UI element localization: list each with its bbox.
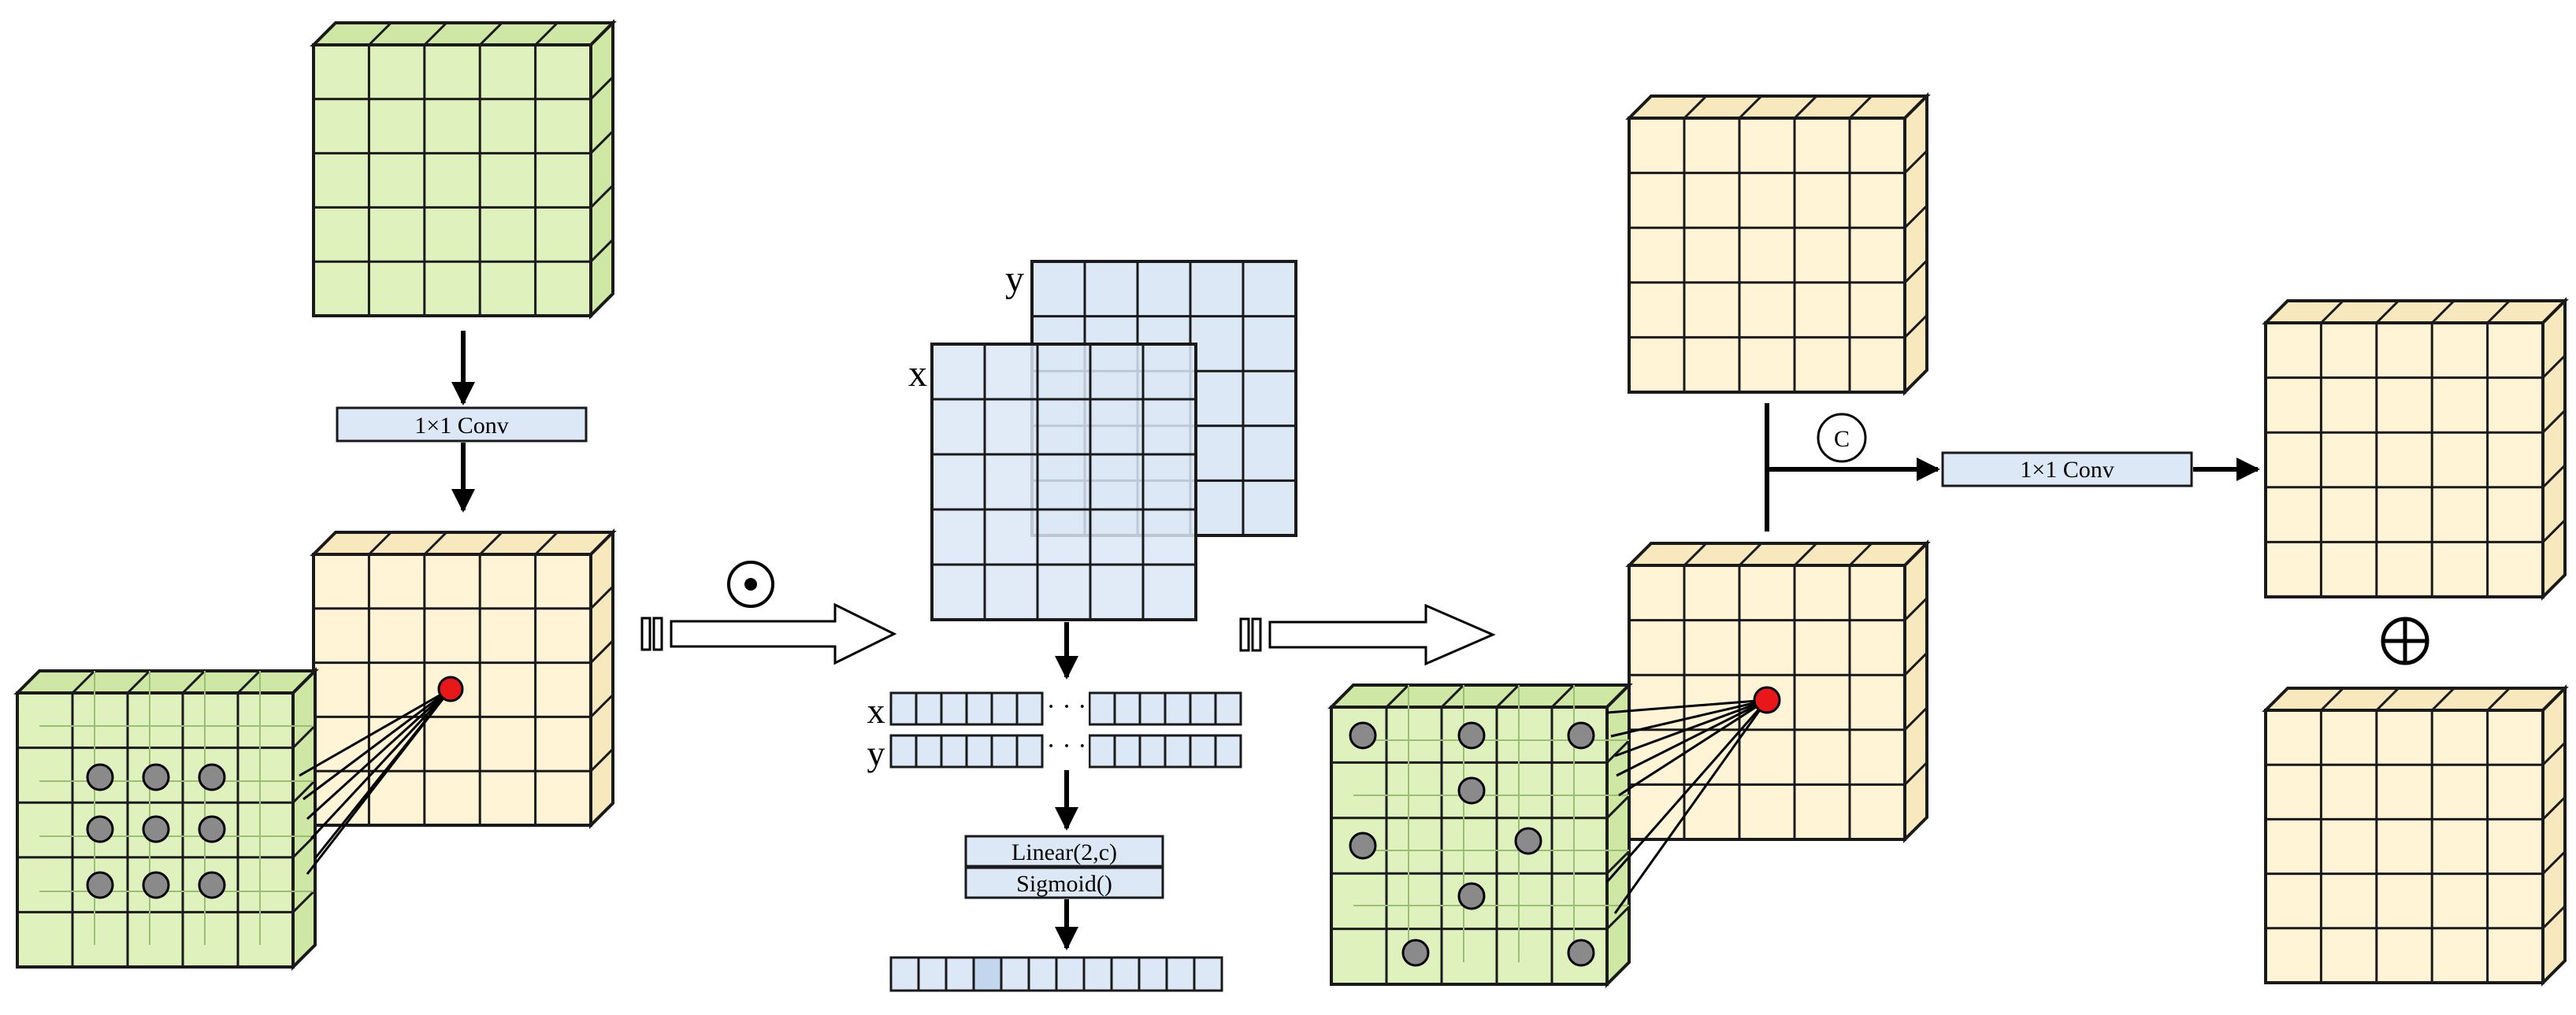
linear-box bbox=[964, 835, 1164, 868]
vector-x-label: x bbox=[867, 691, 885, 731]
elementwise-add-icon bbox=[2381, 617, 2429, 665]
vector-x bbox=[889, 690, 1242, 728]
concat-label: C bbox=[1834, 426, 1850, 452]
conv-box-right bbox=[1941, 451, 2193, 487]
vector-y bbox=[889, 732, 1242, 770]
concat-icon bbox=[1817, 413, 1867, 463]
offset-map-x-label: x bbox=[908, 353, 927, 395]
green-feature-map-top bbox=[310, 19, 617, 320]
vector-y-ellipsis: · · · bbox=[1047, 732, 1087, 761]
sampling-lines-right bbox=[1605, 698, 1769, 914]
offset-map-y-label: y bbox=[1005, 258, 1024, 300]
weight-vector bbox=[889, 956, 1223, 992]
residual-feature-map bbox=[2262, 684, 2569, 987]
conv-label-left: 1×1 Conv bbox=[414, 413, 508, 439]
conv-label-right: 1×1 Conv bbox=[2020, 457, 2114, 483]
vector-x-ellipsis: · · · bbox=[1047, 692, 1087, 721]
linear-label: Linear(2,c) bbox=[1011, 839, 1117, 865]
green-kernel-map-left bbox=[13, 667, 319, 971]
sampling-lines-left bbox=[299, 687, 452, 875]
sigmoid-label: Sigmoid() bbox=[1016, 871, 1112, 897]
vector-y-label: y bbox=[867, 733, 885, 773]
cream-feature-map-lower bbox=[1625, 539, 1931, 843]
cream-feature-map-upper bbox=[1625, 92, 1931, 396]
red-sample-point-right bbox=[1753, 686, 1781, 714]
sigmoid-box bbox=[964, 866, 1164, 899]
output-feature-map bbox=[2262, 297, 2569, 601]
elementwise-multiply-dot bbox=[744, 578, 757, 591]
flow-arrow-2 bbox=[1239, 603, 1496, 666]
flow-arrow-1 bbox=[640, 602, 897, 665]
cream-feature-map-left bbox=[310, 528, 617, 829]
green-kernel-map-deformed bbox=[1327, 681, 1633, 988]
red-sample-point-left bbox=[437, 676, 464, 702]
offset-map-x bbox=[930, 343, 1197, 621]
conv-box-left bbox=[336, 406, 588, 443]
